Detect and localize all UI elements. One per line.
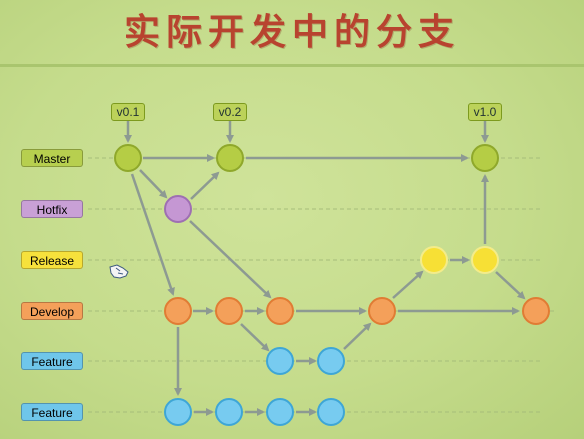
commit-develop-1 xyxy=(164,297,192,325)
commit-feature1-2 xyxy=(317,347,345,375)
lane-label-feature-2: Feature xyxy=(21,403,83,421)
commit-feature1-1 xyxy=(266,347,294,375)
commit-develop-5 xyxy=(522,297,550,325)
edges xyxy=(124,121,526,416)
edge-dev-feature1 xyxy=(240,323,270,352)
lane-label-feature-1: Feature xyxy=(21,352,83,370)
commit-feature2-3 xyxy=(266,398,294,426)
edge-dev-release xyxy=(392,270,424,299)
edge-hotfix-master xyxy=(190,171,220,200)
page-title: 实际开发中的分支 xyxy=(123,11,460,53)
edge-release-develop xyxy=(495,271,526,300)
commit-develop-4 xyxy=(368,297,396,325)
tag-v0-2: v0.2 xyxy=(213,103,247,121)
commit-release-2 xyxy=(471,246,499,274)
pointer-cursor-icon xyxy=(109,264,129,279)
edge-master-hotfix xyxy=(139,169,168,199)
lane-label-hotfix: Hotfix xyxy=(21,200,83,218)
commit-master-1 xyxy=(114,144,142,172)
edge-master-develop xyxy=(130,173,175,296)
tag-v0-1: v0.1 xyxy=(111,103,145,121)
tag-v1-0: v1.0 xyxy=(468,103,502,121)
commit-release-1 xyxy=(420,246,448,274)
commit-nodes xyxy=(114,144,550,426)
edge-hotfix-develop xyxy=(189,220,272,299)
title-divider xyxy=(0,64,584,67)
commit-develop-3 xyxy=(266,297,294,325)
commit-hotfix-1 xyxy=(164,195,192,223)
lane-label-release: Release xyxy=(21,251,83,269)
commit-master-2 xyxy=(216,144,244,172)
commit-feature2-2 xyxy=(215,398,243,426)
commit-master-3 xyxy=(471,144,499,172)
commit-develop-2 xyxy=(215,297,243,325)
edge-feature1-dev xyxy=(343,322,372,350)
lane-label-master: Master xyxy=(21,149,83,167)
commit-feature2-4 xyxy=(317,398,345,426)
lane-label-develop: Develop xyxy=(21,302,83,320)
commit-feature2-1 xyxy=(164,398,192,426)
